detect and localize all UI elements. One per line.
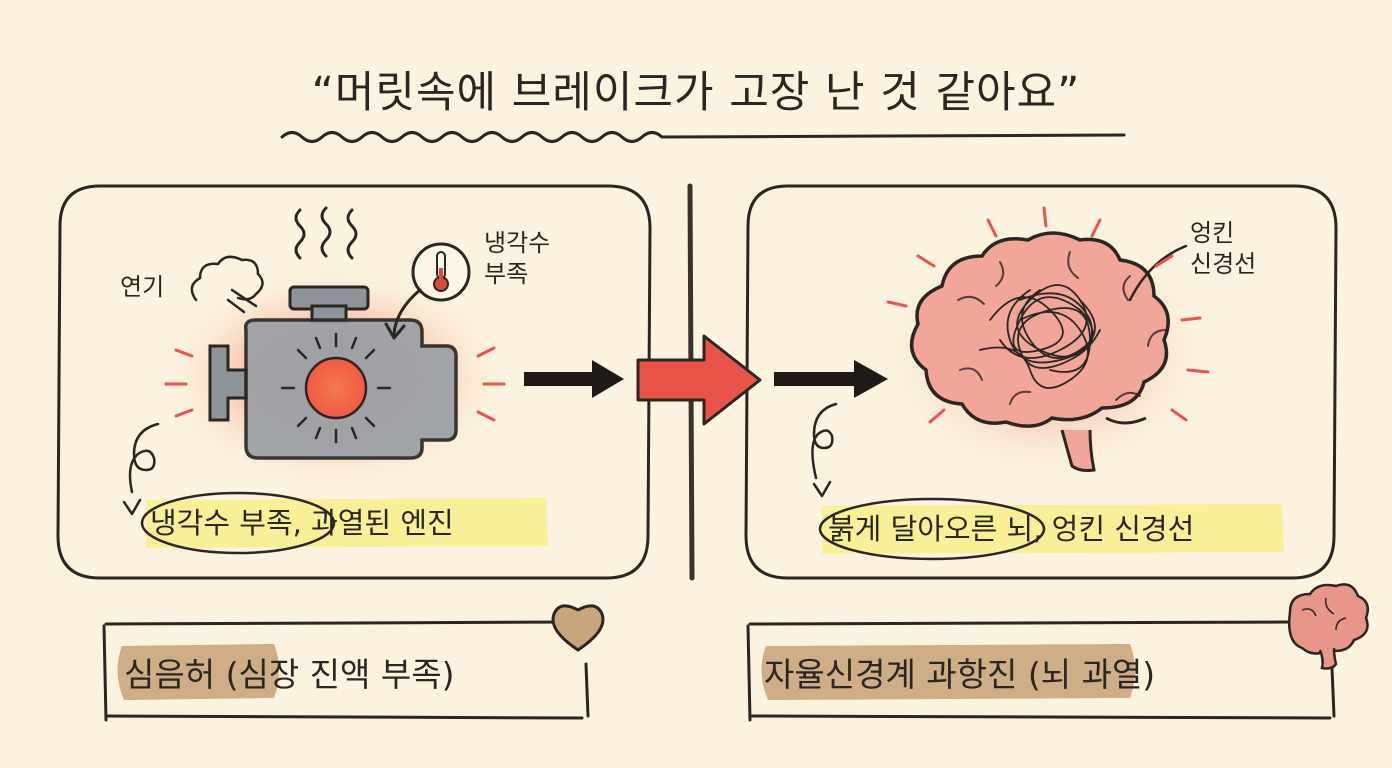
brain-small-icon	[1288, 583, 1369, 670]
caption-left: 냉각수 부족, 과열된 엔진	[150, 506, 454, 540]
caption-highlight-left	[146, 498, 548, 548]
caption-highlight-right	[822, 504, 1284, 554]
engine-icon	[154, 263, 514, 493]
right-panel-frame	[744, 184, 1338, 580]
term-left: 심음허	[124, 655, 216, 694]
thermometer-icon	[384, 242, 471, 340]
arrow-right-black	[774, 360, 888, 398]
curly-arrow-right	[811, 402, 838, 480]
curly-arrow-left	[128, 422, 160, 494]
heat-lines-right	[886, 206, 1210, 424]
bottom-left-box	[102, 620, 590, 722]
brain-icon	[876, 220, 1216, 484]
arrow-left-black	[524, 360, 624, 398]
label-coolant: 냉각수 부족	[484, 228, 550, 290]
bottom-left-highlight	[117, 644, 279, 700]
bottom-caption-left: 심음허 (심장 진액 부족)	[124, 648, 454, 696]
label-tangled-nerves: 엉킨 신경선	[1190, 218, 1256, 280]
label-coolant-line2: 부족	[484, 260, 529, 288]
page-title: “머릿속에 브레이크가 고장 난 것 같아요”	[311, 68, 1081, 118]
arrow-center-red	[636, 334, 762, 426]
label-nerves-line2: 신경선	[1190, 250, 1257, 278]
title-underline	[280, 131, 1126, 143]
bottom-caption-right: 자율신경계 과항진 (뇌 과열)	[764, 648, 1155, 696]
left-panel-frame	[56, 184, 652, 580]
smoke-icon	[190, 255, 264, 314]
label-coolant-line1: 냉각수	[484, 229, 551, 257]
note-left: (심장 진액 부족)	[215, 655, 455, 694]
note-right: (뇌 과열)	[1017, 655, 1156, 694]
caption-circle-right	[818, 497, 1046, 561]
caption-right: 붉게 달아오른 뇌, 엉킨 신경선	[828, 512, 1195, 546]
heart-icon	[551, 604, 605, 652]
bottom-right-highlight	[761, 644, 1135, 700]
label-nerves-line1: 엉킨	[1190, 219, 1235, 247]
label-smoke: 연기	[120, 273, 165, 301]
caption-circle-left	[140, 491, 336, 555]
term-right: 자율신경계 과항진	[764, 655, 1018, 694]
heat-lines-left	[164, 346, 506, 422]
steam-icon	[294, 206, 358, 260]
tangled-nerves-icon	[979, 284, 1101, 389]
bottom-right-box	[746, 620, 1336, 722]
